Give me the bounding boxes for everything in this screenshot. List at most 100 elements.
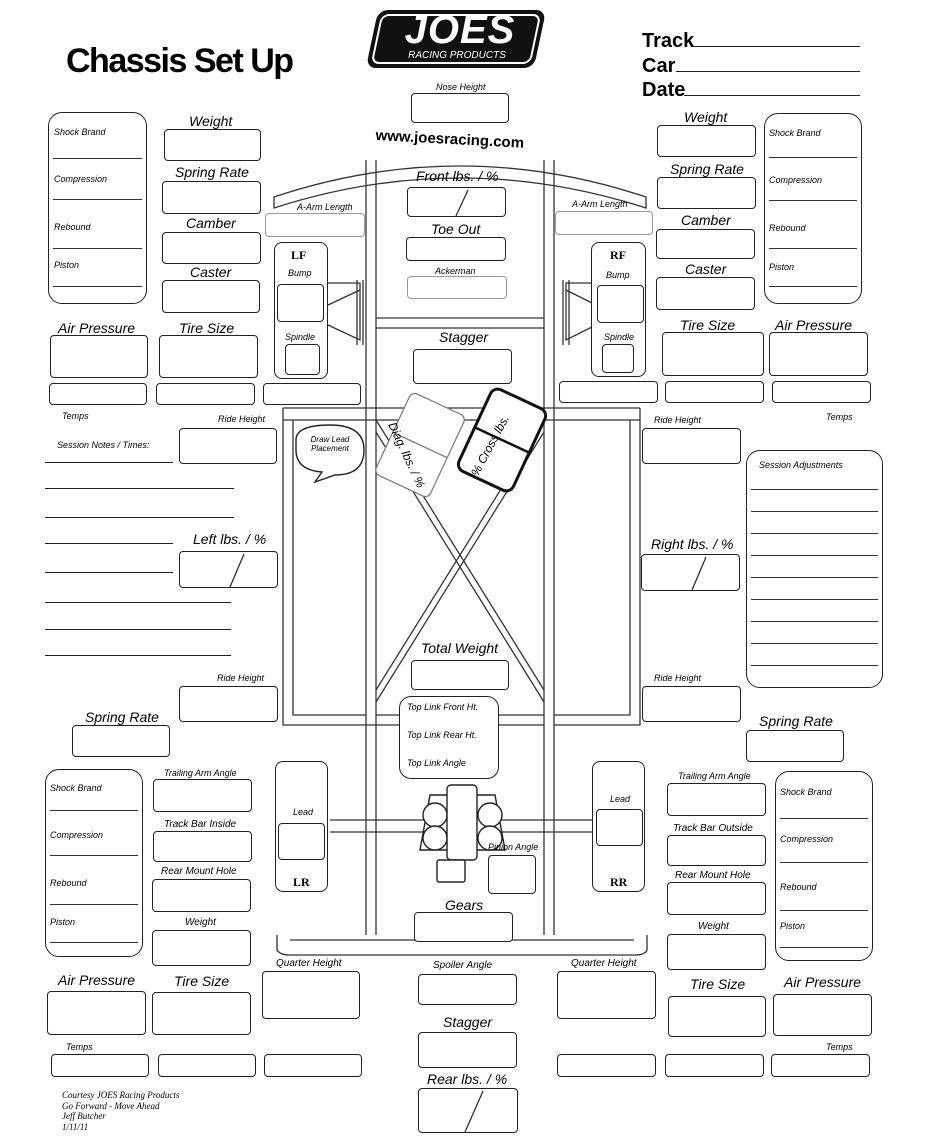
rf-shock-brand-label: Shock Brand: [769, 128, 821, 138]
lr-tire-size-field[interactable]: [152, 992, 251, 1035]
track-field[interactable]: [694, 46, 860, 47]
rr-air-pressure-field[interactable]: [773, 994, 872, 1036]
spindle-left-field[interactable]: [285, 344, 320, 375]
rr-trailing-field[interactable]: [667, 783, 766, 816]
session-notes-label: Session Notes / Times:: [57, 440, 150, 450]
pinion-angle-label: Pinion Angle: [488, 842, 539, 852]
lf-tire-size-field[interactable]: [159, 335, 258, 378]
notes-line-8[interactable]: [45, 655, 231, 656]
lr-weight-field[interactable]: [152, 930, 251, 966]
lf-weight-field[interactable]: [164, 129, 261, 161]
lr-compression-label: Compression: [50, 830, 104, 840]
rr-lead-field[interactable]: [596, 809, 643, 846]
logo-text: JOES: [404, 8, 516, 52]
rf-temp-2-field[interactable]: [665, 381, 764, 403]
ackerman-field[interactable]: [407, 276, 507, 299]
stagger-rear-field[interactable]: [418, 1032, 517, 1068]
notes-line-7[interactable]: [45, 629, 231, 630]
rf-camber-field[interactable]: [656, 229, 755, 259]
notes-line-6[interactable]: [45, 602, 231, 603]
lf-spring-rate-field[interactable]: [162, 181, 261, 214]
lr-air-pressure-field[interactable]: [47, 991, 146, 1035]
rr-tire-size-field[interactable]: [668, 996, 766, 1037]
rf-temp-3-field[interactable]: [772, 381, 871, 403]
lr-ride-height-field[interactable]: [179, 686, 278, 722]
lr-spring-rate-field[interactable]: [72, 725, 170, 757]
notes-line-3[interactable]: [45, 517, 234, 518]
a-arm-length-left-field[interactable]: [265, 213, 365, 237]
lf-weight-label: Weight: [189, 113, 233, 129]
notes-line-4[interactable]: [45, 543, 173, 544]
car-label: Car: [642, 55, 676, 77]
rf-compression-label: Compression: [769, 175, 823, 185]
credit-line-3: Jeff Butcher: [62, 1111, 106, 1121]
lr-temp-1-field[interactable]: [51, 1054, 149, 1077]
notes-line-2[interactable]: [45, 488, 234, 489]
rf-caster-field[interactable]: [656, 277, 755, 310]
lr-quarter-field[interactable]: [262, 971, 360, 1019]
left-lbs-field[interactable]: [179, 551, 278, 588]
rr-piston-label: Piston: [780, 921, 806, 931]
lf-air-pressure-field[interactable]: [50, 335, 148, 378]
toe-out-field[interactable]: [406, 237, 506, 261]
rf-tire-size-field[interactable]: [662, 332, 764, 376]
date-field[interactable]: [684, 95, 860, 96]
lr-lead-field[interactable]: [278, 823, 325, 860]
spoiler-angle-field[interactable]: [418, 974, 517, 1005]
total-weight-field[interactable]: [411, 660, 509, 690]
rf-air-pressure-field[interactable]: [769, 332, 868, 376]
notes-line-1[interactable]: [45, 462, 173, 463]
rf-spring-rate-field[interactable]: [657, 177, 756, 209]
rr-tire-size-label: Tire Size: [690, 976, 746, 992]
lf-caster-field[interactable]: [162, 280, 260, 313]
stagger-front-field[interactable]: [413, 349, 512, 384]
lf-ride-height-label: Ride Height: [218, 414, 266, 424]
rr-temp-3-field[interactable]: [771, 1054, 870, 1077]
spindle-left-label: Spindle: [285, 332, 316, 342]
lf-spring-rate-label: Spring Rate: [175, 164, 249, 180]
front-lbs-field[interactable]: [407, 187, 506, 217]
rr-spring-rate-field[interactable]: [746, 730, 844, 762]
pinion-angle-field[interactable]: [488, 855, 536, 894]
lf-temp-2-field[interactable]: [156, 383, 255, 405]
rr-rear-mount-field[interactable]: [667, 882, 766, 915]
rf-temp-1-field[interactable]: [559, 381, 658, 403]
rr-weight-field[interactable]: [667, 934, 766, 970]
rr-quarter-field[interactable]: [557, 971, 656, 1019]
lf-ride-height-field[interactable]: [179, 428, 277, 464]
right-lbs-field[interactable]: [641, 554, 740, 591]
lr-temp-3-field[interactable]: [264, 1054, 362, 1077]
track-bar-outside-label: Track Bar Outside: [673, 823, 753, 834]
a-arm-length-right-field[interactable]: [555, 211, 653, 235]
lf-temp-1-field[interactable]: [49, 383, 147, 405]
rf-ride-height-field[interactable]: [642, 428, 741, 464]
track-bar-outside-field[interactable]: [667, 835, 766, 866]
rr-temp-2-field[interactable]: [665, 1054, 764, 1077]
rr-ride-height-field[interactable]: [642, 686, 741, 722]
gears-field[interactable]: [414, 912, 513, 942]
lr-ride-height-label: Ride Height: [217, 673, 265, 683]
rf-rebound-label: Rebound: [769, 223, 806, 233]
rr-temp-1-field[interactable]: [557, 1054, 656, 1077]
lf-temp-3-field[interactable]: [263, 383, 361, 405]
lf-camber-field[interactable]: [162, 232, 261, 264]
spindle-right-field[interactable]: [602, 344, 634, 373]
lf-tire-size-label: Tire Size: [179, 320, 235, 336]
bump-right-field[interactable]: [597, 285, 644, 323]
lr-temp-2-field[interactable]: [158, 1054, 256, 1077]
rf-weight-field[interactable]: [657, 125, 756, 157]
rear-lbs-field[interactable]: [418, 1088, 518, 1133]
rf-tire-size-label: Tire Size: [680, 317, 736, 333]
rr-lead-label: Lead: [610, 794, 631, 804]
ackerman-label: Ackerman: [435, 266, 476, 276]
notes-line-5[interactable]: [45, 572, 173, 573]
lr-temps-label: Temps: [66, 1042, 93, 1052]
track-bar-inside-field[interactable]: [153, 831, 252, 862]
nose-height-field[interactable]: [411, 93, 509, 123]
lf-shock-panel: [48, 112, 147, 304]
car-field[interactable]: [676, 71, 860, 72]
rr-trailing-label: Trailing Arm Angle: [678, 771, 751, 781]
bump-left-field[interactable]: [277, 284, 324, 322]
lr-trailing-field[interactable]: [153, 779, 252, 812]
lr-rear-mount-field[interactable]: [152, 879, 251, 912]
